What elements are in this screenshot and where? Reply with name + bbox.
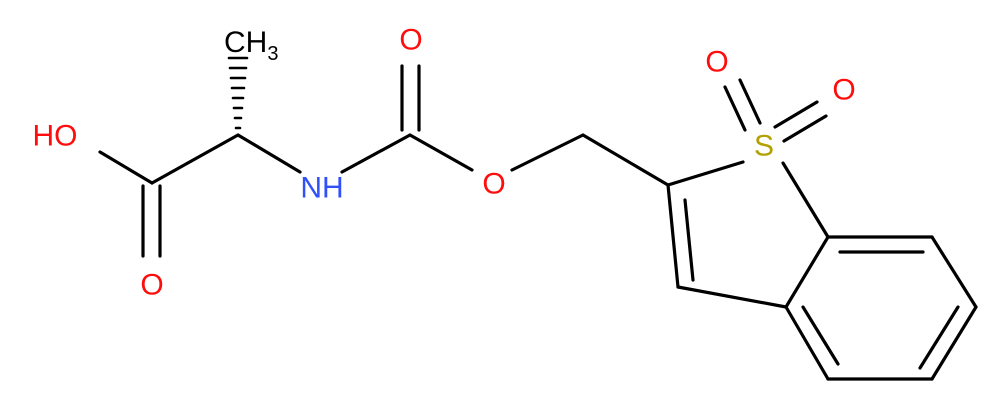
bond-ester-ch2 [510, 133, 585, 172]
bond-alpha-amine [236, 133, 302, 174]
bond-sulfonyl-2-b [782, 114, 828, 143]
bond-sulfonyl-2-a [773, 100, 819, 129]
amine-label: NH [300, 172, 343, 205]
sulfonyl-oxygen-2-label: O [832, 74, 855, 107]
bond-c2-c3-a [666, 183, 680, 289]
bond-c3-c3a [676, 285, 788, 309]
bond-carboxyl-alpha [150, 133, 240, 185]
bond-c3a-c7a [784, 235, 830, 309]
bond-sulfonyl-1-a [723, 85, 747, 132]
methyl-main: CH [224, 26, 267, 59]
bond-amine-carbamate [340, 133, 412, 174]
acid-carbonyl-oxygen-label: O [140, 269, 163, 302]
bond-sulfur-c7a [781, 161, 830, 239]
sulfur-label: S [754, 130, 774, 163]
bond-carbamate-ester [408, 133, 474, 172]
sulfonyl-oxygen-1-label: O [705, 46, 728, 79]
methyl-subscript: 3 [267, 43, 278, 65]
carbamate-carbonyl-oxygen-label: O [399, 24, 422, 57]
bond-c4-c3a-inner [801, 305, 840, 366]
bond-c7-c6 [930, 235, 978, 309]
hydroxyl-label: HO [33, 120, 78, 153]
bond-c6-c5-inner [918, 305, 960, 370]
bond-layer [98, 64, 978, 381]
bond-c2-c3-b [683, 198, 695, 282]
bond-hydroxyl-carbon [98, 150, 154, 185]
bond-c4-c3a [784, 305, 830, 381]
methyl-label: CH3 [224, 26, 278, 65]
stereo-hashed-wedge [227, 56, 249, 130]
bond-c2-sulfur [666, 160, 745, 187]
bond-sulfonyl-1-b [738, 78, 762, 125]
bond-c6-c5 [930, 305, 978, 381]
ester-oxygen-label: O [482, 168, 505, 201]
bond-ch2-ring [581, 133, 670, 187]
